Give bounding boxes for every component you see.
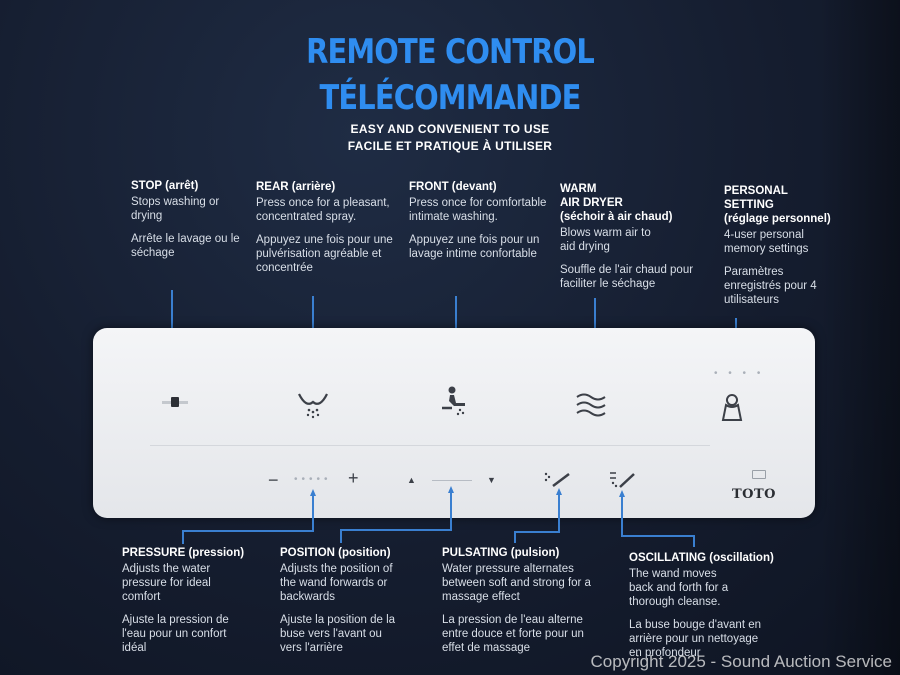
position-arrow-line-h — [340, 529, 452, 531]
battery-icon — [752, 470, 766, 479]
dryer-text-fr: Souffle de l'air chaud pour faciliter le… — [560, 264, 694, 290]
position-heading: POSITION (position) — [280, 547, 391, 559]
position-text-fr: Ajuste la position de la buse vers l'ava… — [280, 614, 396, 654]
personal-text-en: 4-user personal memory settings — [724, 229, 809, 255]
dryer-heading-1: WARM — [560, 183, 597, 195]
remote-divider — [150, 445, 710, 446]
box-edge-shadow — [820, 0, 900, 675]
front-text-fr: Appuyez une fois pour un lavage intime c… — [409, 234, 540, 260]
pulsating-text-en: Water pressure alternates between soft a… — [442, 563, 591, 603]
rear-arrow-line — [312, 296, 314, 358]
rear-caption: REAR (arrière) Press once for a pleasant… — [256, 180, 396, 275]
user-icon — [721, 394, 743, 421]
position-text-en: Adjusts the position of the wand forward… — [280, 563, 393, 603]
stop-heading: STOP (arrêt) — [131, 180, 199, 192]
stop-text-fr: Arrête le lavage ou le séchage — [131, 233, 240, 259]
title-french: TÉLÉCOMMANDE — [319, 78, 581, 118]
pressure-minus-button[interactable]: − — [268, 470, 279, 490]
dryer-button[interactable] — [575, 392, 609, 423]
brand-logo: TOTO — [732, 487, 776, 502]
dryer-text-en: Blows warm air to aid drying — [560, 227, 651, 253]
pulsating-caption: PULSATING (pulsion) Water pressure alter… — [442, 546, 597, 655]
rear-spray-icon — [298, 393, 328, 419]
pressure-level-dots: ••••• — [294, 474, 332, 485]
front-text-en: Press once for comfortable intimate wash… — [409, 197, 547, 223]
position-track — [432, 480, 472, 481]
position-caption: POSITION (position) Adjusts the position… — [280, 546, 405, 655]
oscillating-arrow-line-h — [621, 535, 695, 537]
pulsating-arrow-line-h — [514, 531, 560, 533]
pulsating-button[interactable] — [543, 470, 571, 495]
stop-button[interactable] — [160, 392, 190, 417]
oscillating-button[interactable] — [608, 470, 636, 497]
pressure-arrowhead — [310, 489, 316, 496]
position-arrow-line-v — [450, 492, 452, 530]
pressure-text-fr: Ajuste la pression de l'eau pour un conf… — [122, 614, 229, 654]
pressure-caption: PRESSURE (pression) Adjusts the water pr… — [122, 546, 262, 655]
pulsating-arrowhead — [556, 488, 562, 495]
position-forward-button[interactable]: ▲ — [407, 475, 416, 485]
copyright-watermark: Copyright 2025 - Sound Auction Service — [590, 652, 892, 671]
stop-caption: STOP (arrêt) Stops washing or drying Arr… — [131, 179, 241, 260]
pulsating-heading: PULSATING (pulsion) — [442, 547, 560, 559]
pulsating-text-fr: La pression de l'eau alterne entre douce… — [442, 614, 584, 654]
stop-text-en: Stops washing or drying — [131, 196, 220, 222]
personal-caption: PERSONAL SETTING (réglage personnel) 4-u… — [724, 184, 854, 307]
pressure-arrow-line-drop — [182, 530, 184, 544]
rear-button[interactable] — [296, 386, 330, 427]
dryer-heading-2: AIR DRYER — [560, 197, 623, 209]
oscillating-heading: OSCILLATING (oscillation) — [629, 552, 774, 564]
rear-heading: REAR (arrière) — [256, 181, 336, 193]
user-indicator-dots: • • • • — [714, 368, 765, 379]
oscillating-arrow-line-drop — [693, 535, 695, 547]
oscillating-text-fr: La buse bouge d'avant en arrière pour un… — [629, 619, 762, 659]
oscillating-text-en: The wand moves back and forth for a thor… — [629, 568, 729, 608]
front-heading: FRONT (devant) — [409, 181, 497, 193]
personal-heading-2: SETTING — [724, 199, 774, 211]
subtitle-french: FACILE ET PRATIQUE À UTILISER — [347, 139, 553, 153]
personal-text-fr: Paramètres enregistrés pour 4 utilisateu… — [724, 266, 817, 306]
dryer-caption: WARM AIR DRYER (séchoir à air chaud) Blo… — [560, 182, 705, 291]
pressure-arrow-line-h — [182, 530, 314, 532]
oscillating-arrow-line-v — [621, 496, 623, 536]
position-backward-button[interactable]: ▼ — [487, 475, 496, 485]
pressure-arrow-line-v — [312, 495, 314, 531]
pulsating-wand-icon — [544, 472, 570, 487]
pressure-text-en: Adjusts the water pressure for ideal com… — [122, 563, 211, 603]
oscillating-caption: OSCILLATING (oscillation) The wand moves… — [629, 551, 779, 660]
pressure-heading: PRESSURE (pression) — [122, 547, 245, 559]
pulsating-arrow-line-drop — [514, 531, 516, 543]
front-caption: FRONT (devant) Press once for comfortabl… — [409, 180, 549, 261]
title-english: REMOTE CONTROL — [306, 32, 595, 72]
rear-text-fr: Appuyez une fois pour une pulvérisation … — [256, 234, 393, 274]
pulsating-arrow-line-v — [558, 494, 560, 532]
oscillating-wand-icon — [610, 472, 635, 488]
subtitle-english: EASY AND CONVENIENT TO USE — [350, 122, 550, 136]
stop-arrow-line — [171, 290, 173, 358]
stop-icon — [162, 397, 188, 407]
remote-control-panel — [93, 328, 815, 518]
position-arrow-line-drop — [340, 529, 342, 543]
oscillating-arrowhead — [619, 490, 625, 497]
position-arrowhead — [448, 486, 454, 493]
dryer-heading-3: (séchoir à air chaud) — [560, 211, 673, 223]
personal-setting-button[interactable] — [721, 393, 743, 428]
front-washing-icon — [442, 386, 465, 416]
personal-heading-3: (réglage personnel) — [724, 213, 831, 225]
front-button[interactable] — [438, 384, 472, 425]
front-arrow-line — [455, 296, 457, 358]
warm-air-icon — [576, 393, 606, 417]
pressure-plus-button[interactable]: + — [348, 468, 359, 488]
rear-text-en: Press once for a pleasant, concentrated … — [256, 197, 390, 223]
personal-heading-1: PERSONAL — [724, 185, 788, 197]
